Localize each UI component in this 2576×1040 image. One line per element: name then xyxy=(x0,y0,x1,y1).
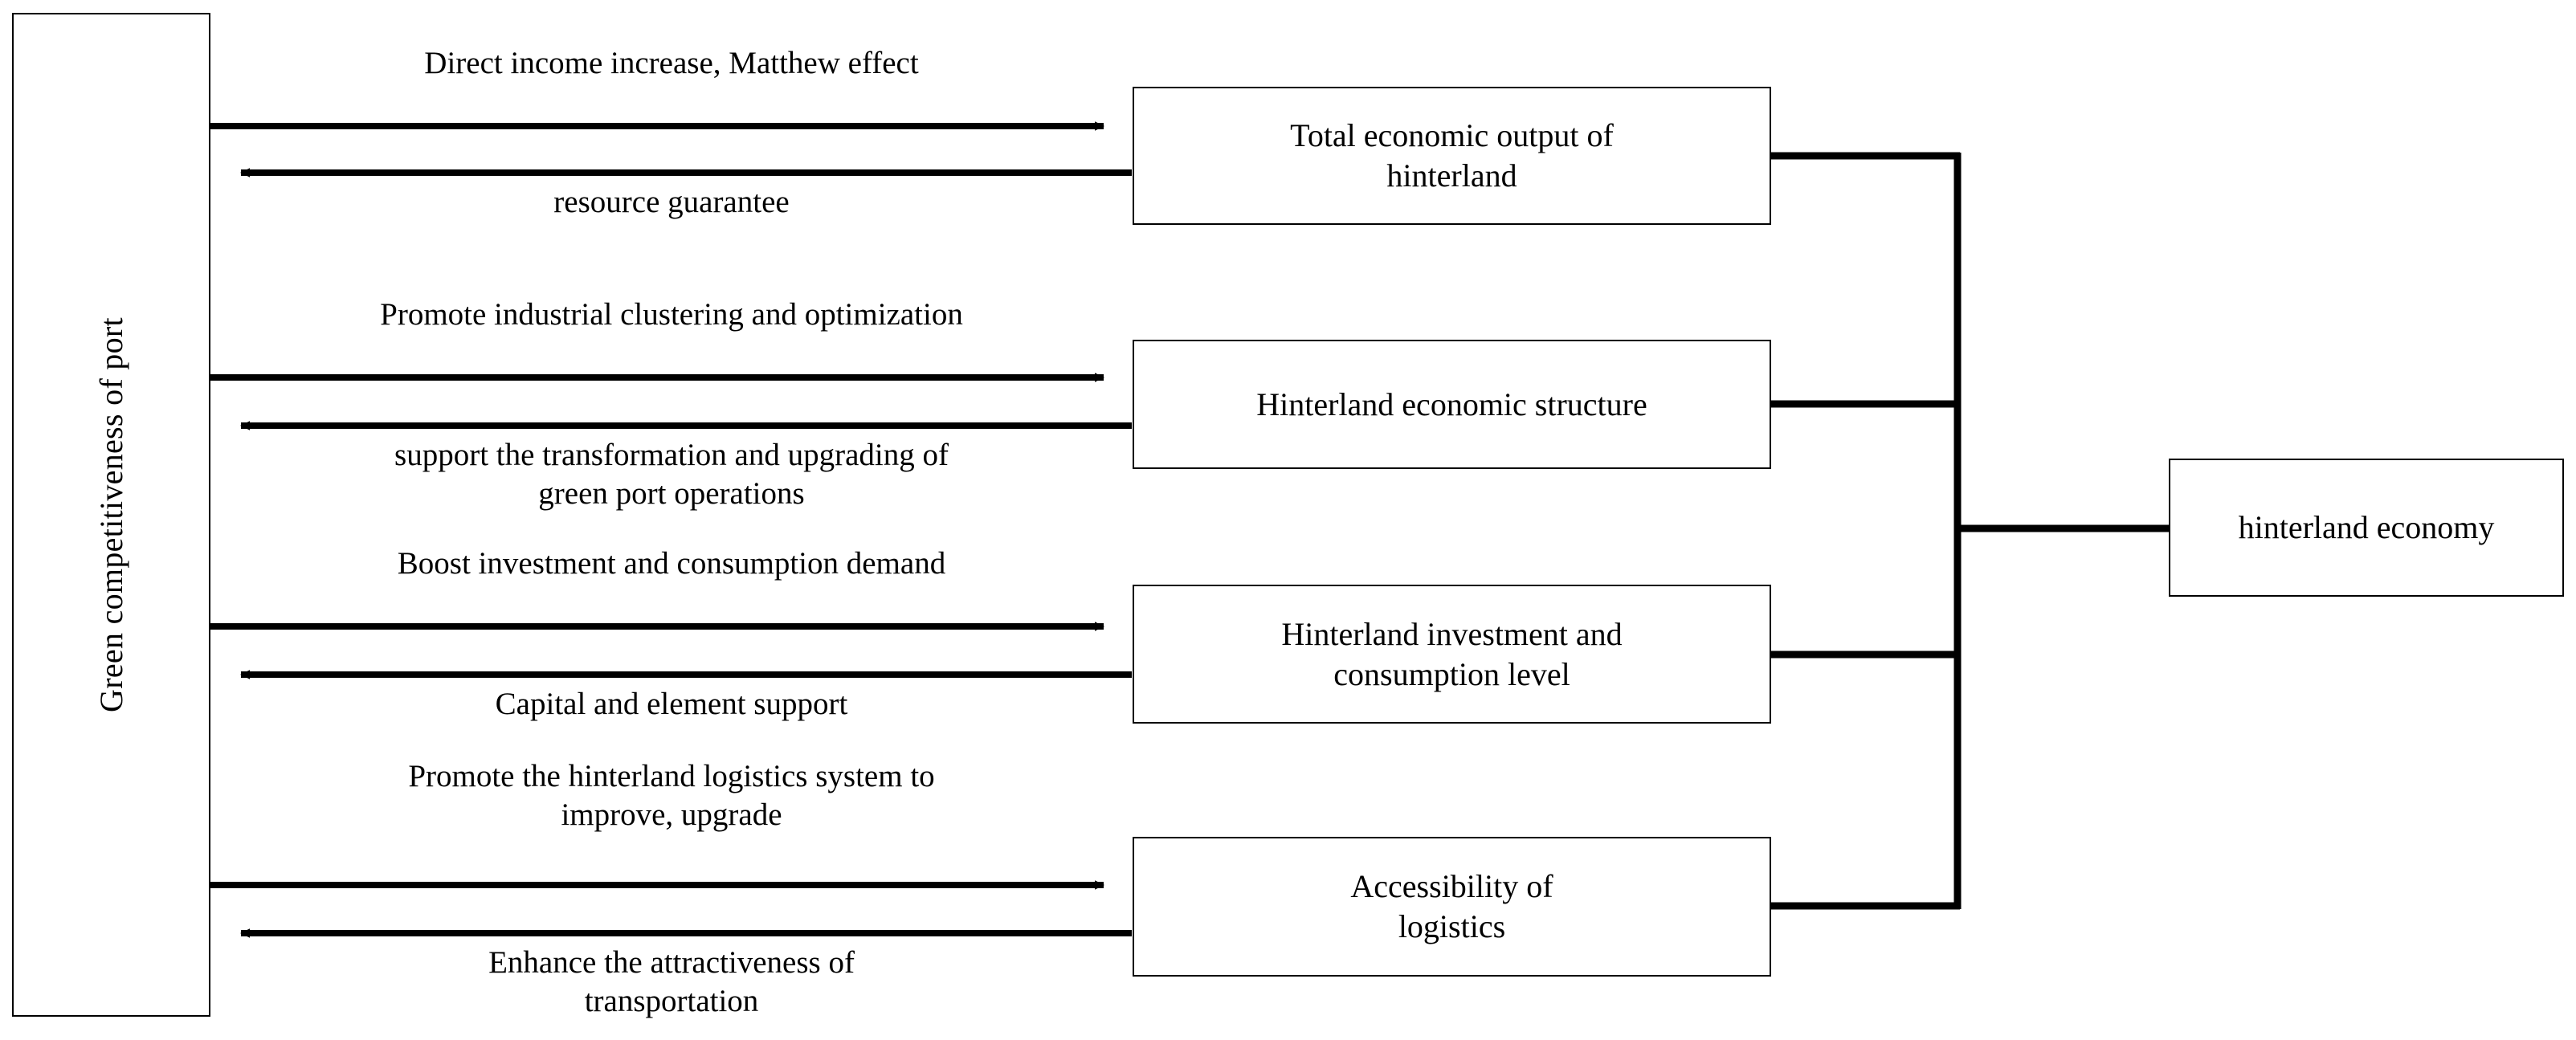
edge-pair-3 xyxy=(210,622,1132,679)
outcome-node-hinterland-economy[interactable]: hinterland economy xyxy=(2169,459,2564,597)
edge-label-reverse-2: support the transformation and upgrading… xyxy=(394,438,949,511)
edge-label-forward-3: Boost investment and consumption demand xyxy=(397,546,946,581)
edge-label-forward-1: Direct income increase, Matthew effect xyxy=(424,46,919,80)
edge-label-forward-2: Promote industrial clustering and optimi… xyxy=(380,297,963,332)
edge-label-reverse-3: Capital and element support xyxy=(495,687,848,721)
factor-box-label: Total economic output of hinterland xyxy=(1290,117,1614,194)
factor-box-total-economic-output[interactable]: Total economic output of hinterland xyxy=(1133,87,1771,225)
outcome-node-label: hinterland economy xyxy=(2238,509,2495,545)
edge-label-reverse-1: resource guarantee xyxy=(553,185,790,219)
factor-box-hinterland-economic-structure[interactable]: Hinterland economic structure xyxy=(1133,340,1771,469)
factor-box-label: Accessibility of logistics xyxy=(1350,868,1553,944)
edge-pair-2 xyxy=(210,373,1132,430)
root-node-label: Green competitiveness of port xyxy=(92,317,129,712)
aggregation-bracket xyxy=(1770,152,2170,910)
root-node-green-competitiveness[interactable]: Green competitiveness of port xyxy=(12,13,210,1017)
edge-pair-4 xyxy=(210,880,1132,938)
edge-label-forward-4: Promote the hinterland logistics system … xyxy=(408,759,935,832)
edge-label-reverse-4: Enhance the attractiveness of transporta… xyxy=(488,945,855,1018)
factor-box-label: Hinterland economic structure xyxy=(1256,385,1647,422)
factor-box-investment-consumption-level[interactable]: Hinterland investment and consumption le… xyxy=(1133,585,1771,724)
factor-box-accessibility-of-logistics[interactable]: Accessibility of logistics xyxy=(1133,837,1771,977)
edge-pair-1 xyxy=(210,121,1132,177)
factor-box-label: Hinterland investment and consumption le… xyxy=(1281,615,1623,692)
